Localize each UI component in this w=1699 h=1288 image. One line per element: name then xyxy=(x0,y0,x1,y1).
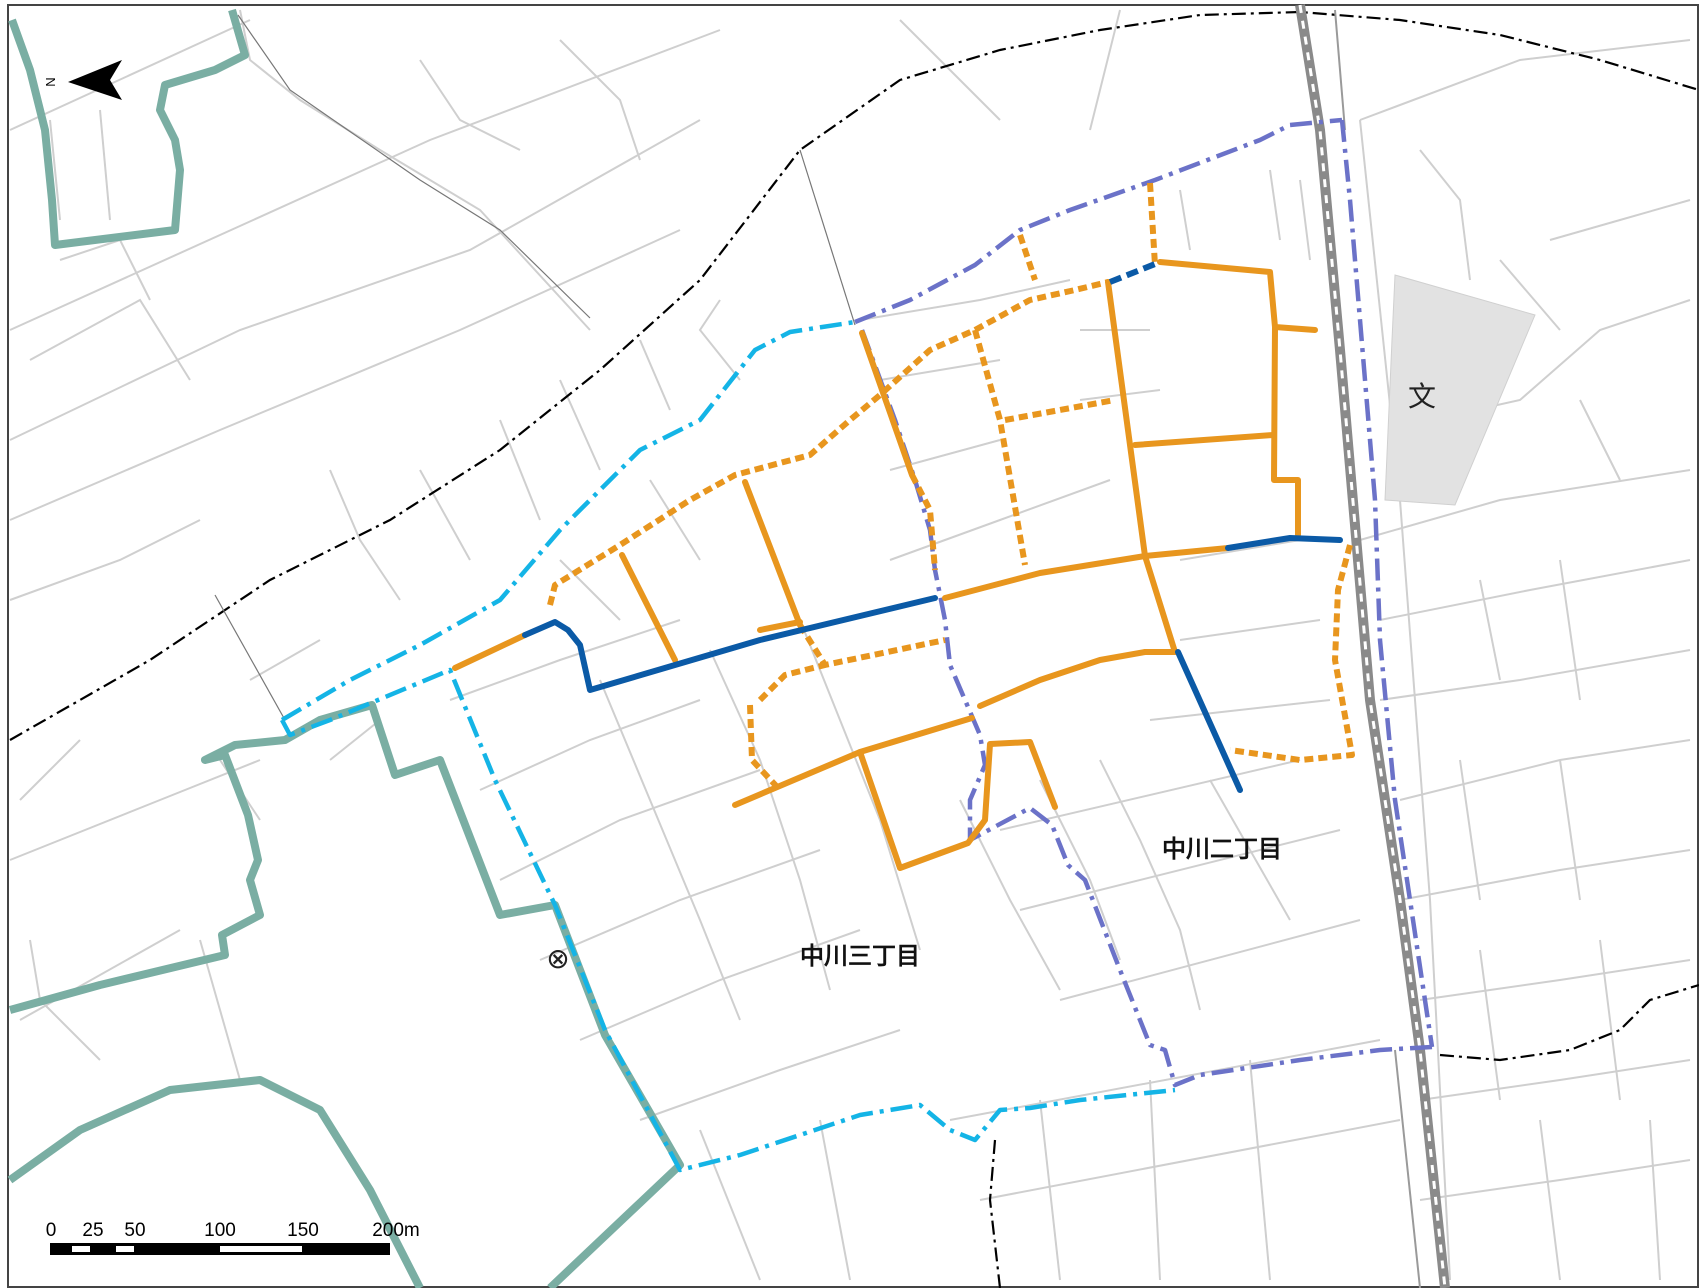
scale-tick-200m: 200m xyxy=(372,1220,420,1241)
north-label: N xyxy=(43,77,58,86)
scale-tick-100: 100 xyxy=(204,1220,236,1241)
railway xyxy=(1295,4,1450,1288)
district-label-nakagawa-3: 中川三丁目 xyxy=(800,942,920,970)
scale-bar: 0 25 50 100 150 200m xyxy=(46,1220,420,1255)
scale-tick-50: 50 xyxy=(124,1220,145,1241)
school-symbol: 文 xyxy=(1408,380,1436,413)
green-boundary xyxy=(7,8,684,1288)
leader-lines xyxy=(214,14,856,721)
cyan-boundary xyxy=(280,319,1176,1173)
admin-boundary xyxy=(9,10,1699,1288)
blue-routes[interactable] xyxy=(522,535,1343,793)
scale-tick-150: 150 xyxy=(287,1220,319,1241)
scale-tick-0: 0 xyxy=(46,1220,57,1241)
school-block xyxy=(1384,274,1536,506)
district-label-nakagawa-2: 中川二丁目 xyxy=(1162,835,1282,863)
facility-symbol: ⊗ xyxy=(546,942,569,975)
street-network xyxy=(9,9,1691,1281)
north-arrow: N xyxy=(43,60,122,100)
scale-tick-25: 25 xyxy=(82,1220,103,1241)
blue-dotted-route[interactable] xyxy=(1108,259,1162,285)
map-frame xyxy=(7,4,1699,1288)
north-arrow-icon xyxy=(68,60,122,100)
orange-dotted-routes[interactable] xyxy=(547,182,1355,793)
